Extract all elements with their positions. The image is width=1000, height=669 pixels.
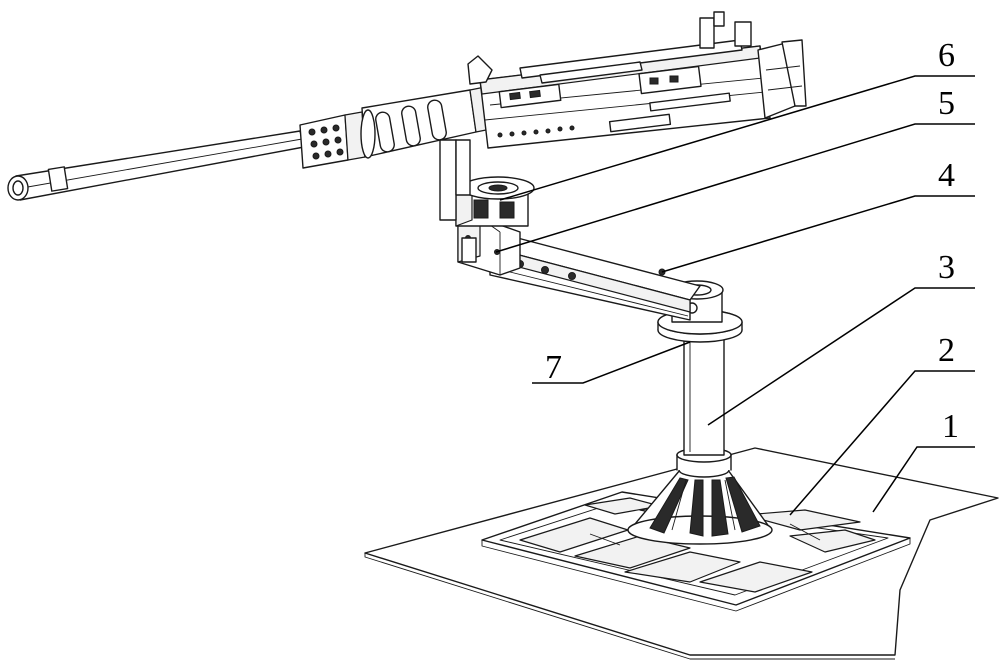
base-frame bbox=[481, 491, 911, 612]
label-6: 6 bbox=[938, 37, 955, 74]
swivel bbox=[439, 139, 535, 227]
barrel-sleeve bbox=[299, 111, 366, 169]
barrel-jacket bbox=[360, 85, 497, 159]
label-7: 7 bbox=[545, 349, 562, 386]
label-3: 3 bbox=[938, 249, 955, 286]
leader-1 bbox=[872, 446, 975, 513]
leader-2 bbox=[789, 370, 975, 516]
arm bbox=[489, 235, 701, 321]
leader-3 bbox=[707, 287, 975, 426]
leader-5 bbox=[495, 123, 975, 253]
elbow-block bbox=[457, 217, 521, 276]
receiver bbox=[467, 11, 771, 149]
reference-numerals: 1 2 3 4 5 6 7 bbox=[545, 37, 959, 445]
label-4: 4 bbox=[938, 157, 955, 194]
machine-gun bbox=[7, 11, 807, 201]
label-1: 1 bbox=[942, 408, 959, 445]
rear-grips bbox=[757, 39, 807, 119]
leader-4 bbox=[661, 195, 975, 273]
post bbox=[683, 329, 725, 456]
label-2: 2 bbox=[938, 332, 955, 369]
leader-6 bbox=[499, 75, 975, 201]
leader-lines bbox=[495, 75, 975, 516]
label-5: 5 bbox=[938, 85, 955, 122]
leader-7 bbox=[532, 341, 691, 384]
